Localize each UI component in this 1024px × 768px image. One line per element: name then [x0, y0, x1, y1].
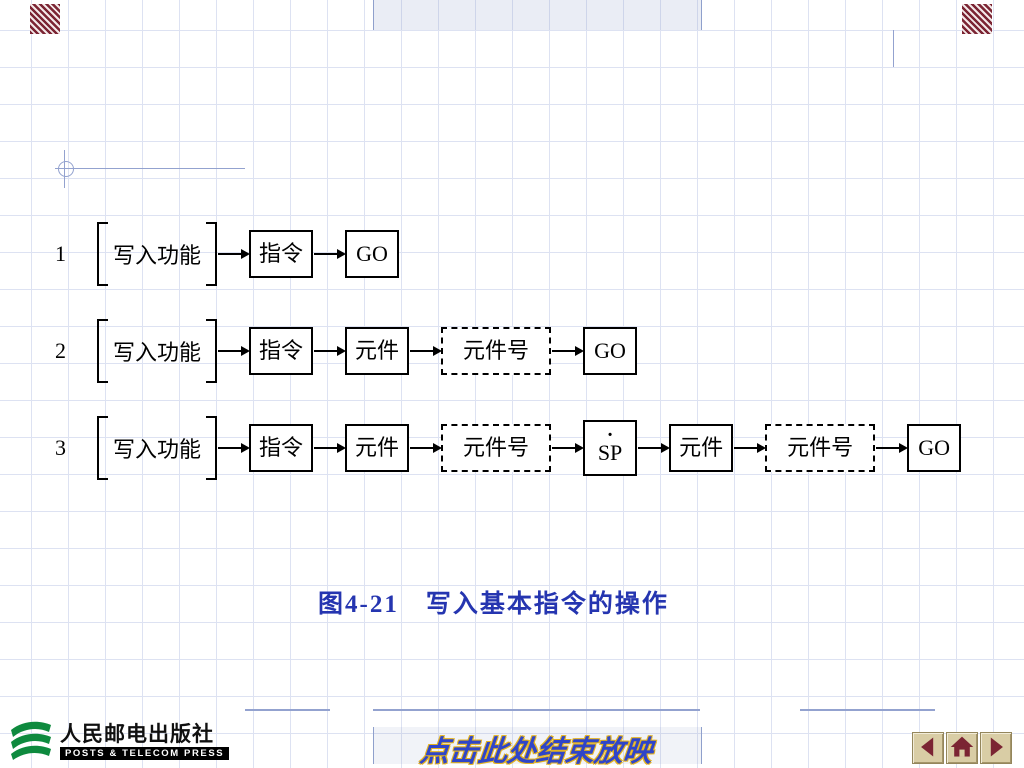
arrow-icon	[410, 350, 441, 352]
corner-hatch-ornament-right	[962, 4, 992, 34]
publisher-name-en: POSTS & TELECOM PRESS	[60, 746, 230, 761]
arrow-icon	[638, 447, 669, 449]
flow-node: ·SP	[583, 419, 638, 477]
arrow-icon	[734, 447, 765, 449]
node-label: 元件	[355, 338, 400, 364]
arrow-icon	[218, 253, 249, 255]
arrow-icon	[314, 253, 345, 255]
accent-line-bottom-2	[373, 709, 700, 711]
prev-slide-button[interactable]	[912, 732, 944, 764]
flow-node: 元件	[669, 424, 734, 472]
compass-circle-ornament	[58, 161, 74, 177]
slide-nav	[912, 732, 1012, 764]
corner-hatch-ornament-left	[30, 4, 60, 34]
arrow-icon	[314, 350, 345, 352]
arrow-icon	[218, 447, 249, 449]
node-label: 元件号	[463, 435, 530, 461]
accent-line-bottom-1	[245, 709, 330, 711]
publisher-logo: 人民邮电出版社 POSTS & TELECOM PRESS	[8, 718, 230, 765]
flow-row: 1 写入功能 指令 GO	[55, 222, 961, 286]
node-dot-mark: ·	[606, 423, 614, 446]
guide-line-horizontal	[55, 168, 245, 169]
flow-node: GO	[907, 424, 962, 472]
node-label: GO	[356, 241, 388, 267]
node-label: GO	[594, 338, 626, 364]
flow-node: 元件号	[765, 424, 876, 472]
flow-node: 指令	[249, 230, 314, 278]
accent-line-top-right	[893, 30, 894, 67]
bracketed-start-node: 写入功能	[97, 416, 218, 480]
node-label: 指令	[259, 435, 304, 461]
arrow-icon	[218, 350, 249, 352]
right-triangle-icon	[983, 734, 1009, 763]
node-label: 元件号	[463, 338, 530, 364]
next-slide-button[interactable]	[980, 732, 1012, 764]
flow-row: 3 写入功能 指令 元件 元件号 ·SP 元件 元件号 GO	[55, 416, 962, 480]
flow-node: 元件	[345, 327, 410, 375]
node-label: 元件号	[787, 435, 854, 461]
arrow-icon	[314, 447, 345, 449]
arrow-icon	[552, 350, 583, 352]
arrow-icon	[552, 447, 583, 449]
flow-node: 元件号	[441, 327, 552, 375]
row-number: 3	[55, 435, 66, 460]
publisher-logo-icon	[8, 718, 54, 765]
bracketed-start-node: 写入功能	[97, 319, 218, 383]
left-triangle-icon	[915, 734, 941, 763]
flow-node: GO	[583, 327, 638, 375]
top-tinted-band	[373, 0, 702, 30]
node-label: 指令	[259, 338, 304, 364]
node-label: GO	[918, 435, 950, 461]
node-label: SP	[597, 439, 623, 465]
accent-line-bottom-3	[800, 709, 935, 711]
row-number: 2	[55, 338, 66, 363]
publisher-name-cn: 人民邮电出版社	[60, 722, 214, 746]
end-show-link[interactable]: 点击此处结束放映	[418, 736, 654, 768]
home-button[interactable]	[946, 732, 978, 764]
arrow-icon	[876, 447, 907, 449]
flow-node: 元件号	[441, 424, 552, 472]
node-label: 元件	[679, 435, 724, 461]
flow-node: 指令	[249, 327, 314, 375]
flow-node: 元件	[345, 424, 410, 472]
flow-row: 2 写入功能 指令 元件 元件号 GO	[55, 319, 961, 383]
arrow-icon	[410, 447, 441, 449]
bottom-tinted-band	[373, 727, 702, 764]
flow-node: GO	[345, 230, 400, 278]
flow-node: 指令	[249, 424, 314, 472]
home-icon	[949, 734, 975, 763]
bracketed-start-node: 写入功能	[97, 222, 218, 286]
figure-caption: 图4-21 写入基本指令的操作	[318, 591, 669, 618]
node-label: 元件	[355, 435, 400, 461]
row-number: 1	[55, 241, 66, 266]
node-label: 指令	[259, 241, 304, 267]
